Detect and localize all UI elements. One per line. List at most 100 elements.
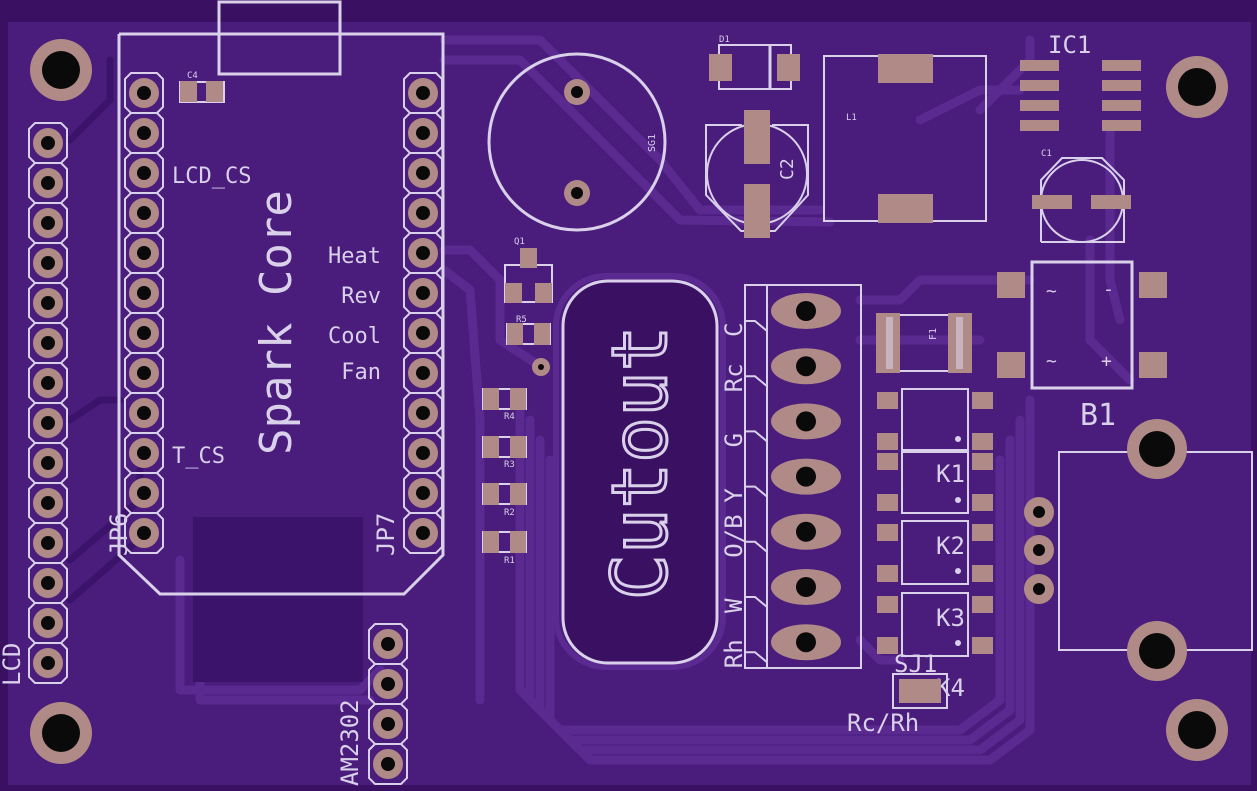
- jp7-pin: [403, 272, 443, 314]
- r2-resistor: [482, 483, 527, 505]
- jp7-pin: [403, 392, 443, 434]
- cool-label: Cool: [328, 324, 381, 349]
- jp6-pin: [124, 112, 164, 154]
- l1-label: L1: [846, 113, 857, 123]
- terminal-screw: [771, 513, 841, 550]
- jp6-pin: [124, 192, 164, 234]
- am2302-pin: [368, 743, 408, 785]
- q1-label: Q1: [514, 237, 525, 247]
- relay-k1: [877, 388, 993, 453]
- lcd-pin: [28, 242, 68, 284]
- c4-capacitor: [179, 81, 225, 103]
- lcd-pin: [28, 322, 68, 364]
- fan-label: Fan: [341, 360, 381, 385]
- jp7-pin: [403, 512, 443, 554]
- b1-plus-mark: +: [1101, 351, 1112, 372]
- r2-label: R2: [504, 508, 515, 518]
- jp7-pin: [403, 112, 443, 154]
- mounting-hole-drill: [1178, 68, 1216, 106]
- jp6-label: JP6: [105, 513, 133, 556]
- lcd-pin: [28, 202, 68, 244]
- terminal-label: O/B: [720, 514, 748, 557]
- terminal-screw: [771, 293, 841, 329]
- jp7-pin: [403, 432, 443, 474]
- r1-resistor: [482, 531, 527, 553]
- relay-k4: [877, 592, 993, 657]
- terminal-label: G: [720, 433, 748, 447]
- traces: [175, 35, 1135, 765]
- r4-resistor: [482, 388, 527, 410]
- jp6-pin: [124, 512, 164, 554]
- lcd-pin: [28, 282, 68, 324]
- lcd-pin: [28, 602, 68, 644]
- mounting-hole-drill: [42, 51, 80, 89]
- jp6-pin: [124, 152, 164, 194]
- b1-label: B1: [1080, 398, 1116, 433]
- am2302-pin: [368, 703, 408, 745]
- jp6-pin: [124, 72, 164, 114]
- spark-core-label: Spark Core: [251, 190, 302, 455]
- b1-bridge-rectifier: [997, 260, 1167, 390]
- jp7-pin: [403, 312, 443, 354]
- l1-inductor: [823, 54, 987, 223]
- terminal-label: C: [720, 323, 748, 337]
- mounting-hole-drill: [42, 714, 80, 752]
- q1-transistor: [504, 248, 553, 303]
- rev-label: Rev: [341, 284, 381, 309]
- k2-label: K2: [936, 532, 965, 560]
- lcd-pin: [28, 562, 68, 604]
- relay-k2: [877, 449, 993, 514]
- k3-label: K3: [936, 604, 965, 632]
- b1-minus-mark: -: [1103, 279, 1114, 300]
- ic1-pad: [1020, 100, 1059, 111]
- d1-label: D1: [719, 35, 730, 45]
- k1-label: K1: [936, 460, 965, 488]
- t-cs-label: T_CS: [172, 444, 225, 469]
- jp6-pin: [124, 432, 164, 474]
- terminal-screw: [771, 403, 841, 440]
- b1-ac2-mark: ~: [1046, 351, 1057, 372]
- lcd-pin: [28, 402, 68, 444]
- am2302-pin: [368, 623, 408, 665]
- ic1-label: IC1: [1048, 31, 1091, 59]
- sj1-jumper: [892, 673, 948, 709]
- b1-ac1-mark: ~: [1046, 281, 1057, 302]
- r3-label: R3: [504, 460, 515, 470]
- ic1-pad: [1020, 120, 1059, 131]
- ic1-chip: [1020, 60, 1141, 131]
- jp7-label: JP7: [372, 513, 400, 556]
- c1-label: C1: [1041, 149, 1052, 159]
- copper-pour: [193, 517, 363, 682]
- terminal-label: W: [720, 598, 748, 613]
- spark-core-outline: [117, 0, 445, 596]
- r4-label: R4: [504, 412, 515, 422]
- ic1-pad: [1102, 100, 1141, 111]
- cutout-label: Cutout: [595, 325, 684, 600]
- am2302-header: [368, 623, 408, 785]
- r5-label: R5: [516, 315, 527, 325]
- via: [532, 358, 550, 376]
- mounting-hole-drill: [1178, 711, 1216, 749]
- jp6-pin: [124, 352, 164, 394]
- lcd-pin: [28, 362, 68, 404]
- ic1-pad: [1020, 80, 1059, 91]
- relay-k3: [877, 520, 993, 585]
- lcd-pin: [28, 162, 68, 204]
- sj1-label: SJ1: [894, 650, 937, 678]
- lcd-pin: [28, 522, 68, 564]
- terminal-screw: [771, 569, 841, 605]
- jp6-pin: [124, 272, 164, 314]
- sg1-buzzer: [487, 52, 667, 232]
- jp6-pin: [124, 312, 164, 354]
- lcd-label: LCD: [0, 643, 26, 686]
- terminal-screw: [771, 624, 841, 661]
- ic1-pad: [1020, 60, 1059, 71]
- cutout-border: [553, 273, 726, 670]
- jp6-pin: [124, 232, 164, 274]
- three-pin-header: [1024, 497, 1054, 604]
- terminal-screw: [771, 348, 841, 385]
- terminal-screw: [771, 458, 841, 495]
- lcd-pin: [28, 482, 68, 524]
